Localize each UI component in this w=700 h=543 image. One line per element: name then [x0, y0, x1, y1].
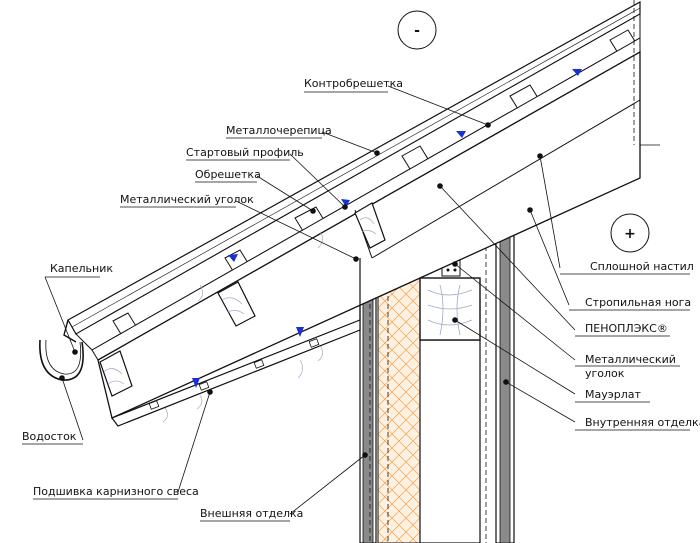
- label-metallicheskiy-ugolok-side-2: уголок: [585, 367, 625, 380]
- label-metallicheskiy-ugolok-top: Металлический уголок: [120, 193, 254, 206]
- outside-zone-symbol: -: [397, 10, 437, 50]
- leader-lines: [44, 85, 576, 515]
- label-vnutrennyaya-otdelka: Внутренняя отделка: [585, 416, 700, 429]
- label-podshivka: Подшивка карнизного свеса: [33, 485, 199, 498]
- rafter-blocking: [99, 202, 386, 397]
- wall-gap: [419, 339, 481, 543]
- label-stropilnaya-noga: Стропильная нога: [585, 296, 691, 309]
- external-finish-core: [362, 261, 374, 543]
- label-startovy-profil: Стартовый профиль: [186, 146, 304, 159]
- label-vneshnyaya-otdelka: Внешняя отделка: [200, 507, 303, 520]
- label-kapelnik: Капельник: [50, 262, 113, 275]
- label-mauerlat: Мауэрлат: [585, 388, 642, 401]
- label-metallicheskiy-ugolok-side-1: Металлический: [585, 353, 676, 366]
- svg-text:-: -: [414, 23, 420, 39]
- svg-text:+: +: [624, 226, 636, 242]
- leader-dots: [59, 122, 543, 458]
- label-sploshnoy-nastil: Сплошной настил: [590, 260, 694, 273]
- eave-soffit-lining: [111, 319, 361, 427]
- label-obreshetka: Обрешетка: [195, 168, 261, 181]
- gutter: [39, 339, 84, 381]
- label-penopleks: ПЕНОПЛЭКС®: [585, 322, 668, 335]
- label-vodostok: Водосток: [22, 430, 77, 443]
- inside-zone-symbol: +: [610, 213, 650, 253]
- label-metallocherepitsa: Металлочерепица: [226, 124, 332, 137]
- airflow-arrows: [192, 69, 582, 388]
- drip-edge: [63, 319, 77, 343]
- label-kontrobreshetka: Контробрешетка: [304, 77, 403, 90]
